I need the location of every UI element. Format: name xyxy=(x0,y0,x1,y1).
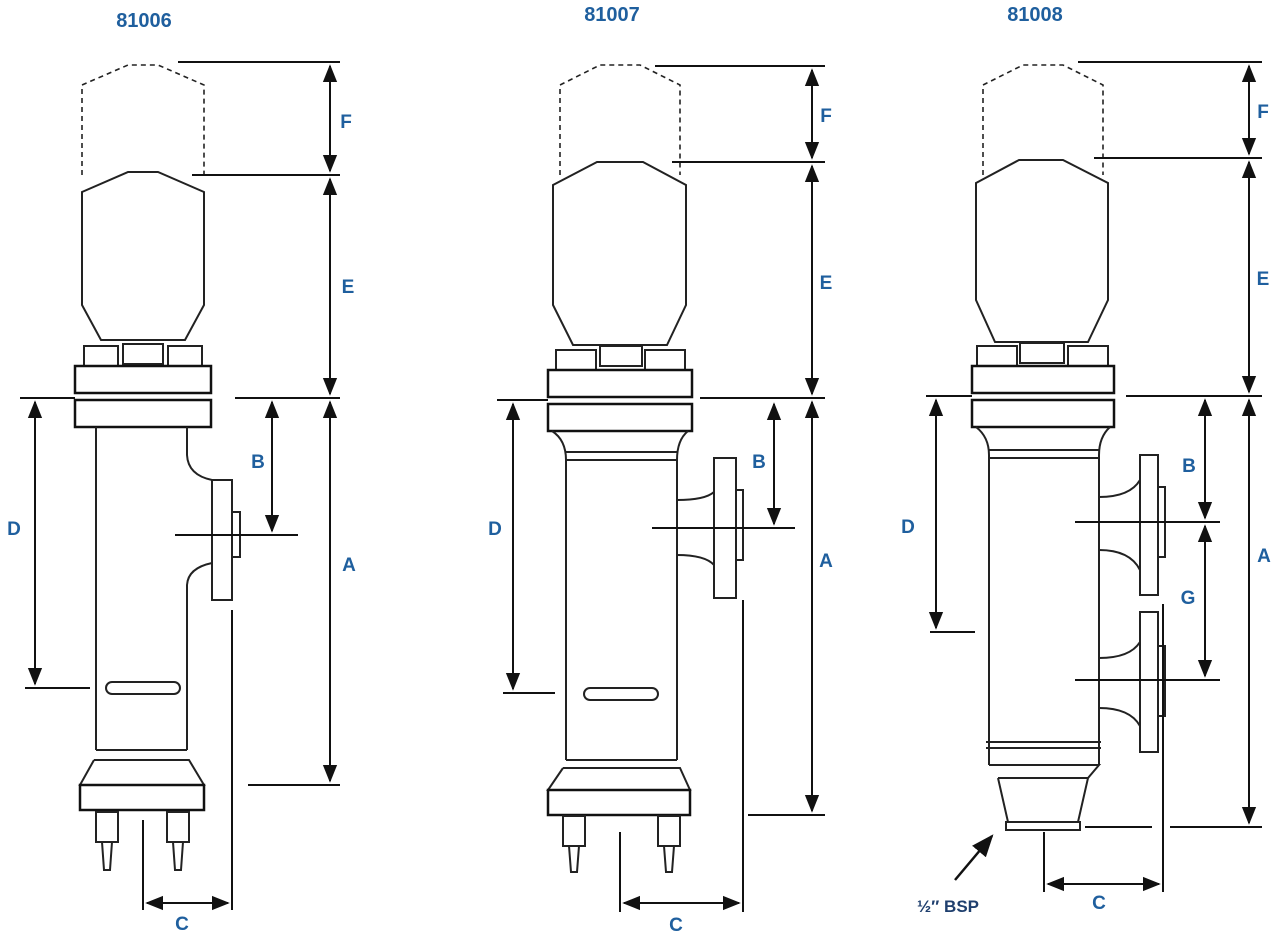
label-E: E xyxy=(1257,269,1270,290)
cap-extended-outline xyxy=(559,64,681,175)
lower-flange xyxy=(73,398,213,429)
model-81007: 81007 F E A B D C xyxy=(488,4,833,933)
fitting-right xyxy=(657,815,681,847)
base-plate xyxy=(546,788,692,817)
label-G: G xyxy=(1181,588,1196,609)
cap-neck xyxy=(599,345,643,367)
label-C: C xyxy=(175,914,189,933)
label-D: D xyxy=(488,519,502,540)
upper-flange xyxy=(73,364,213,395)
model-81006: 81006 F E xyxy=(7,10,356,933)
nut-right xyxy=(1067,345,1109,367)
lower-flange xyxy=(970,398,1116,429)
extension-lines xyxy=(926,61,1262,892)
bottom-taper xyxy=(546,759,692,791)
cap-neck xyxy=(1019,342,1065,364)
cap xyxy=(975,159,1109,343)
base-plate xyxy=(78,783,206,812)
cap-extended-outline xyxy=(982,64,1104,175)
nut-right xyxy=(644,349,686,371)
bsp-pointer-arrow xyxy=(954,834,994,881)
side-port-flange xyxy=(211,479,233,601)
bsp-note: ½″ BSP xyxy=(917,897,979,916)
nut-left xyxy=(555,349,597,371)
label-D: D xyxy=(7,519,21,540)
upper-port-neck xyxy=(1098,476,1141,571)
fitting-tips xyxy=(101,841,184,871)
model-title: 81007 xyxy=(584,4,640,26)
upper-port-flange xyxy=(1139,454,1159,596)
cap xyxy=(81,171,205,341)
fitting-tips xyxy=(568,845,675,873)
lower-flange xyxy=(546,402,694,433)
sight-slot xyxy=(583,687,659,701)
label-C: C xyxy=(669,915,683,933)
label-C: C xyxy=(1092,893,1106,914)
lower-port-flange xyxy=(1139,611,1159,753)
cap-extended-outline xyxy=(81,64,205,175)
model-81008: 81008 F E A B G D C xyxy=(901,4,1271,916)
upper-flange xyxy=(970,364,1116,395)
model-title: 81006 xyxy=(116,10,172,32)
extension-lines xyxy=(497,65,825,912)
upper-flange xyxy=(546,368,694,399)
nut-left xyxy=(976,345,1018,367)
label-E: E xyxy=(820,273,833,294)
body-right xyxy=(186,454,213,750)
lower-port-neck xyxy=(1098,638,1141,730)
label-B: B xyxy=(251,452,265,473)
label-F: F xyxy=(340,112,352,133)
sight-slot xyxy=(105,681,181,695)
extension-lines xyxy=(20,61,340,910)
fitting-left xyxy=(95,811,119,843)
label-A: A xyxy=(1257,546,1271,567)
label-A: A xyxy=(819,551,833,572)
cap-neck xyxy=(122,343,164,365)
side-port-face xyxy=(735,489,744,561)
model-title: 81008 xyxy=(1007,4,1063,26)
label-B: B xyxy=(1182,456,1196,477)
body xyxy=(551,430,689,760)
label-D: D xyxy=(901,517,915,538)
label-F: F xyxy=(820,106,832,127)
label-F: F xyxy=(1257,102,1269,123)
fitting-left xyxy=(562,815,586,847)
bottom-taper xyxy=(986,741,1102,823)
label-E: E xyxy=(342,277,355,298)
cap xyxy=(552,161,687,346)
bottom-taper xyxy=(78,749,206,786)
nut-right xyxy=(167,345,203,367)
label-A: A xyxy=(342,555,356,576)
fitting-right xyxy=(166,811,190,843)
body xyxy=(975,426,1111,765)
bsp-thread xyxy=(1005,821,1081,831)
label-B: B xyxy=(752,452,766,473)
nut-left xyxy=(83,345,119,367)
body xyxy=(95,427,188,750)
